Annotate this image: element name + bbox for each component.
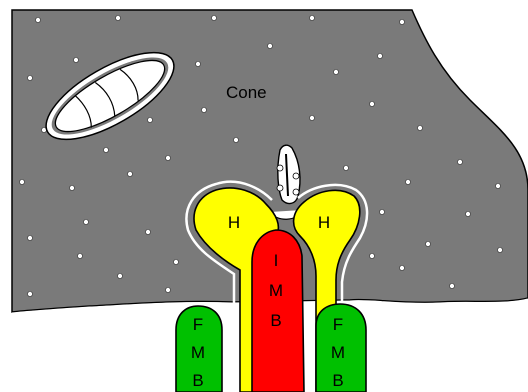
- fmb-left-label-letter-1: F: [193, 315, 203, 334]
- fmb-right-label-letter-2: M: [331, 343, 345, 362]
- cone-label: Cone: [226, 83, 267, 102]
- fmb-left-label-letter-2: M: [191, 343, 205, 362]
- fmb-right-label-letter-3: B: [332, 371, 343, 390]
- imb-label-letter-2: M: [269, 281, 283, 300]
- horizontal-cell-right-label: H: [318, 213, 330, 232]
- horizontal-cell-left-label: H: [228, 213, 240, 232]
- imb-label-letter-3: B: [270, 311, 281, 330]
- imb-label-letter-1: I: [274, 251, 279, 270]
- fmb-left-label-letter-3: B: [192, 371, 203, 390]
- fmb-right-label-letter-1: F: [333, 315, 343, 334]
